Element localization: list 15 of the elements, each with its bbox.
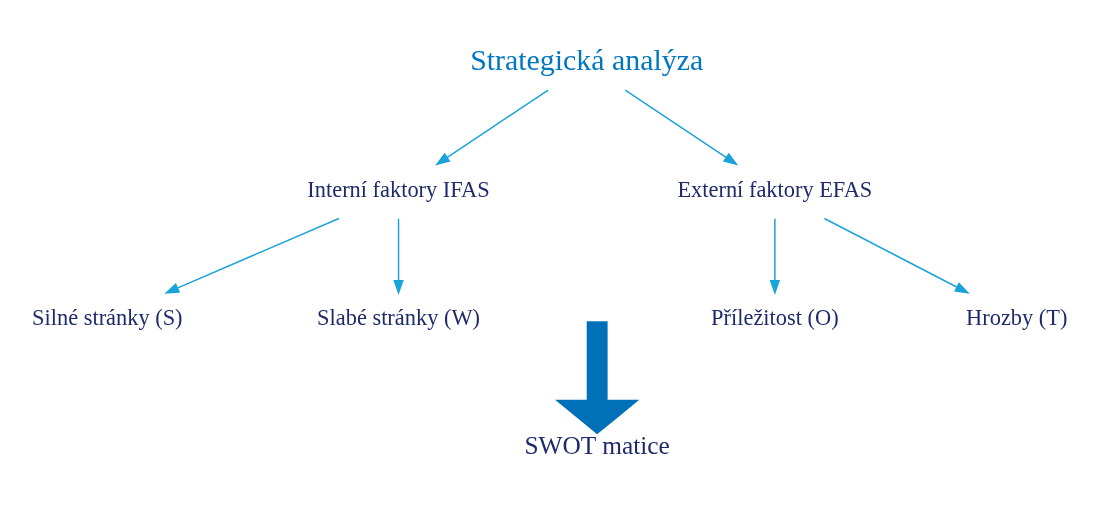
arrow (555, 320, 640, 434)
arrow (393, 217, 404, 295)
arrow (823, 217, 970, 294)
node-text: Interní faktory IFAS (307, 176, 490, 202)
arrow (164, 217, 340, 294)
node-text: Příležitost (O) (711, 304, 839, 330)
node-text: Externí faktory EFAS (677, 176, 873, 202)
node-text: Slabé stránky (W) (317, 304, 480, 330)
node-text: Hrozby (T) (966, 304, 1068, 330)
node-text: Strategická analýza (470, 42, 704, 76)
arrow (435, 88, 549, 165)
node-text: SWOT matice (524, 430, 670, 459)
node-text: Silné stránky (S) (32, 304, 183, 330)
arrow (624, 88, 739, 165)
arrow (769, 217, 781, 295)
